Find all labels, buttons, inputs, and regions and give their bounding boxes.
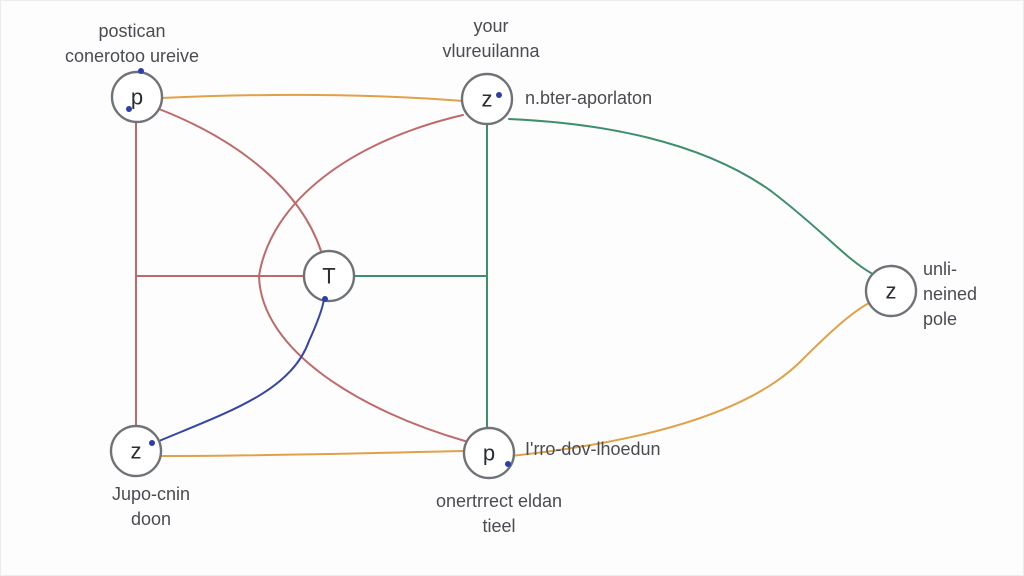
node-letter: z bbox=[482, 87, 493, 112]
label-line: pole bbox=[923, 309, 958, 329]
node-top-mid-side-label: n.bter-aporlaton bbox=[525, 88, 653, 108]
node-letter: z bbox=[131, 439, 142, 464]
edge-top-mid-to-right bbox=[508, 118, 872, 274]
node-top-mid-label: your vlureuilanna bbox=[442, 14, 539, 64]
node-letter: z bbox=[886, 279, 897, 304]
connector-dot bbox=[322, 296, 328, 302]
connector-dot bbox=[126, 106, 132, 112]
label-line: conerotoo ureive bbox=[64, 46, 200, 66]
edge-bottom-left-to-center bbox=[158, 298, 325, 442]
label-line: your bbox=[473, 16, 509, 36]
connector-dot bbox=[149, 440, 155, 446]
node-letter: p bbox=[131, 85, 143, 110]
node-bottom-mid-side-label: I'rro-dov-lhoedun bbox=[525, 439, 661, 459]
label-line: unli- bbox=[923, 259, 958, 279]
node-letter: p bbox=[483, 441, 495, 466]
node-ring bbox=[864, 264, 918, 318]
node-top-left-label: postican conerotoo ureive bbox=[65, 19, 199, 69]
node-ring bbox=[302, 249, 356, 303]
label-line: neined bbox=[923, 284, 978, 304]
node-center[interactable]: T bbox=[302, 249, 356, 303]
edge-bottom-left-to-bottom-mid bbox=[160, 450, 464, 457]
node-bottom-left[interactable]: z bbox=[109, 424, 163, 478]
connector-dot bbox=[505, 461, 511, 467]
edge-top-left-to-top-mid bbox=[160, 93, 464, 102]
node-bottom-mid[interactable]: p bbox=[462, 426, 516, 480]
label-line: vlureuilanna bbox=[442, 41, 540, 61]
node-top-mid[interactable]: z bbox=[460, 72, 514, 126]
node-ring bbox=[109, 424, 163, 478]
node-ring bbox=[460, 72, 514, 126]
connector-dot bbox=[138, 68, 144, 74]
node-ring bbox=[110, 70, 164, 124]
label-line: tieel bbox=[482, 516, 516, 536]
label-line: Jupo-cnin bbox=[111, 484, 191, 504]
label-line: postican bbox=[98, 21, 166, 41]
node-top-left[interactable]: p bbox=[110, 68, 164, 124]
node-right-label: unli- neined pole bbox=[923, 257, 977, 332]
node-right[interactable]: z bbox=[864, 264, 918, 318]
connector-dot bbox=[496, 92, 502, 98]
node-ring bbox=[462, 426, 516, 480]
edge-top-left-curve-to-center bbox=[158, 108, 322, 252]
edge-bottom-mid-to-right bbox=[510, 302, 870, 457]
edge-top-mid-arc-to-bottom-mid bbox=[257, 114, 466, 442]
label-line: doon bbox=[130, 509, 172, 529]
label-line: onertrrect eldan bbox=[435, 491, 563, 511]
node-bottom-mid-label: onertrrect eldan tieel bbox=[436, 489, 562, 539]
node-bottom-left-label: Jupo-cnin doon bbox=[112, 482, 190, 532]
node-letter: T bbox=[322, 264, 335, 289]
